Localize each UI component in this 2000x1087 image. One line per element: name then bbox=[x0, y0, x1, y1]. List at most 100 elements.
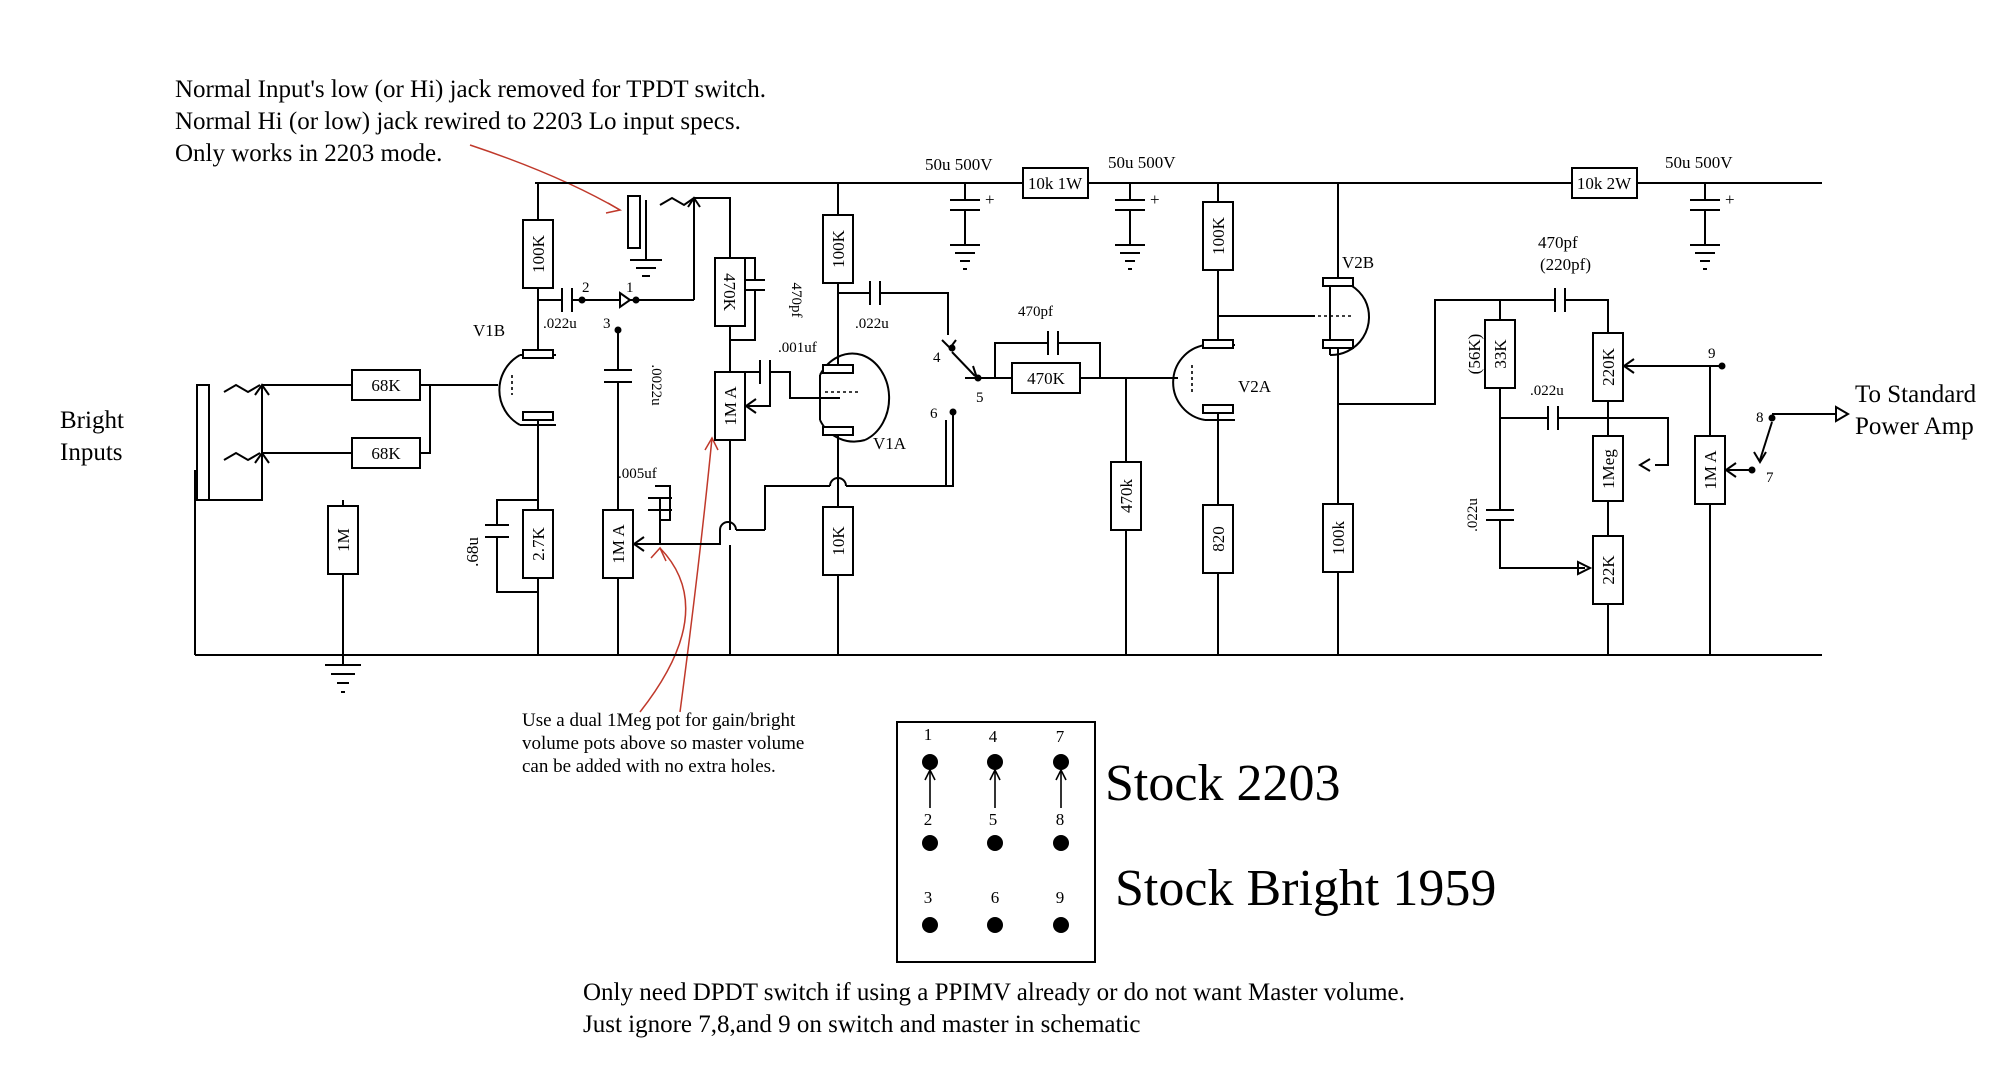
resistor-470k-c bbox=[1110, 461, 1142, 531]
grid-pin-label: 9 bbox=[1056, 888, 1065, 907]
ground-symbol bbox=[325, 664, 361, 693]
note-line: Just ignore 7,8,and 9 on switch and mast… bbox=[583, 1011, 1141, 1038]
resistor-label: 1M bbox=[334, 528, 353, 552]
tube-label: V2A bbox=[1238, 377, 1272, 396]
resistor-10k-2w bbox=[1571, 167, 1638, 199]
note-line: volume pots above so master volume bbox=[522, 733, 804, 754]
capacitor-label: .022u bbox=[855, 316, 889, 332]
pin-label: 3 bbox=[603, 316, 611, 332]
resistor-label: 2.7K bbox=[529, 527, 548, 561]
resistor-label: 10K bbox=[829, 526, 848, 556]
grid-pin-label: 1 bbox=[924, 725, 933, 744]
capacitor-label: .0022u bbox=[648, 364, 664, 406]
resistor-label: 68K bbox=[371, 444, 401, 463]
resistor-label: (56K) bbox=[1465, 334, 1484, 375]
pin-label: 8 bbox=[1756, 410, 1764, 426]
filter-cap-1: + bbox=[950, 183, 995, 270]
switch-pin-7 bbox=[1748, 466, 1756, 474]
resistor-10k-v1a bbox=[822, 506, 854, 576]
pot-label: 1Meg bbox=[1599, 449, 1618, 489]
note-line: Normal Input's low (or Hi) jack removed … bbox=[175, 76, 766, 103]
capacitor-label: 470pf bbox=[1018, 304, 1053, 320]
svg-text:+: + bbox=[1150, 190, 1160, 209]
input-jacks bbox=[194, 383, 352, 655]
switch-pin-4 bbox=[948, 344, 956, 352]
resistor-label: 220K bbox=[1599, 347, 1618, 386]
resistor-label: 10k 2W bbox=[1577, 174, 1632, 193]
annotation-arrows bbox=[469, 144, 719, 713]
capacitor-label: .022u bbox=[543, 316, 577, 332]
switch-pin-8 bbox=[1768, 414, 1776, 422]
resistor-label: 33K bbox=[1491, 339, 1510, 369]
pin-label: 2 bbox=[582, 280, 590, 296]
note-dual-pot: Use a dual 1Meg pot for gain/bright volu… bbox=[522, 710, 804, 777]
pot-label: 1M A bbox=[609, 524, 628, 564]
capacitor-label: .022u bbox=[1465, 498, 1481, 532]
capacitor-label: 50u 500V bbox=[1665, 153, 1733, 172]
grid-pin-label: 4 bbox=[989, 727, 998, 746]
capacitor-label: .68u bbox=[463, 537, 482, 567]
inputs-label: Bright bbox=[60, 407, 124, 434]
resistor-10k-1w bbox=[1022, 167, 1089, 199]
capacitor-label: 470pf bbox=[1538, 233, 1578, 252]
resistor-22k bbox=[1592, 535, 1624, 605]
resistor-33k bbox=[1484, 319, 1516, 389]
resistor-68k-bottom bbox=[351, 437, 421, 469]
note-jack-removed: Normal Input's low (or Hi) jack removed … bbox=[175, 76, 766, 167]
resistor-label: 820 bbox=[1209, 526, 1228, 552]
capacitor-label: 50u 500V bbox=[925, 155, 993, 174]
note-line: Only works in 2203 mode. bbox=[175, 140, 442, 167]
output-label: To Standard bbox=[1855, 381, 1977, 408]
grid-pin-label: 6 bbox=[991, 888, 1000, 907]
tube-label: V1A bbox=[873, 434, 907, 453]
resistor-100k-v2a bbox=[1202, 201, 1234, 271]
filter-cap-2: + bbox=[1115, 183, 1160, 270]
pin-label: 9 bbox=[1708, 346, 1716, 362]
inputs-label: Inputs bbox=[60, 439, 123, 466]
stock-2203-label: Stock 2203 bbox=[1105, 755, 1340, 812]
pot-1ma-a bbox=[602, 509, 634, 579]
pin-label: 7 bbox=[1766, 470, 1774, 486]
capacitor-label: 50u 500V bbox=[1108, 153, 1176, 172]
pot-1ma-c bbox=[1694, 435, 1726, 505]
resistor-label: 10k 1W bbox=[1028, 174, 1083, 193]
output-label: Power Amp bbox=[1855, 413, 1974, 440]
resistor-label: 470K bbox=[720, 273, 739, 312]
capacitor-label: .022u bbox=[1530, 383, 1564, 399]
filter-cap-3: + bbox=[1690, 183, 1735, 270]
grid-pin-label: 3 bbox=[924, 888, 933, 907]
pin-label: 5 bbox=[976, 390, 984, 406]
pin-label: 4 bbox=[933, 350, 941, 366]
note-line: can be added with no extra holes. bbox=[522, 756, 776, 777]
pin-label: 1 bbox=[626, 280, 634, 296]
switch-diagram: 1 4 7 2 5 8 3 6 9 bbox=[922, 725, 1069, 933]
grid-pin-label: 8 bbox=[1056, 810, 1065, 829]
capacitor-label: 470pf bbox=[788, 283, 804, 318]
note-line: Use a dual 1Meg pot for gain/bright bbox=[522, 710, 796, 731]
resistor-1m bbox=[327, 505, 359, 575]
grid-pin-label: 2 bbox=[924, 810, 933, 829]
pot-1meg bbox=[1592, 435, 1624, 502]
resistor-label: 100K bbox=[529, 234, 548, 273]
stock-1959-label: Stock Bright 1959 bbox=[1115, 860, 1496, 917]
capacitor-label: (220pf) bbox=[1540, 255, 1591, 274]
resistor-label: 470k bbox=[1117, 479, 1136, 514]
capacitor-label: .001uf bbox=[778, 340, 817, 356]
capacitor-label: .005uf bbox=[618, 466, 657, 482]
pin-label: 6 bbox=[930, 406, 938, 422]
resistor-label: 100K bbox=[1209, 216, 1228, 255]
grid-pin-label: 7 bbox=[1056, 727, 1065, 746]
switch-pin-1 bbox=[632, 296, 640, 304]
resistor-100k-v1b bbox=[522, 219, 554, 289]
note-line: Normal Hi (or low) jack rewired to 2203 … bbox=[175, 108, 741, 135]
pot-label: 1M A bbox=[1701, 450, 1720, 490]
note-dpdt: Only need DPDT switch if using a PPIMV a… bbox=[583, 979, 1405, 1038]
switch-pin-9 bbox=[1718, 362, 1726, 370]
grid-pin-label: 5 bbox=[989, 810, 998, 829]
note-line: Only need DPDT switch if using a PPIMV a… bbox=[583, 979, 1405, 1006]
pot-label: 1M A bbox=[721, 386, 740, 426]
tube-label: V2B bbox=[1342, 253, 1374, 272]
svg-text:+: + bbox=[985, 190, 995, 209]
resistor-label: 100K bbox=[829, 229, 848, 268]
